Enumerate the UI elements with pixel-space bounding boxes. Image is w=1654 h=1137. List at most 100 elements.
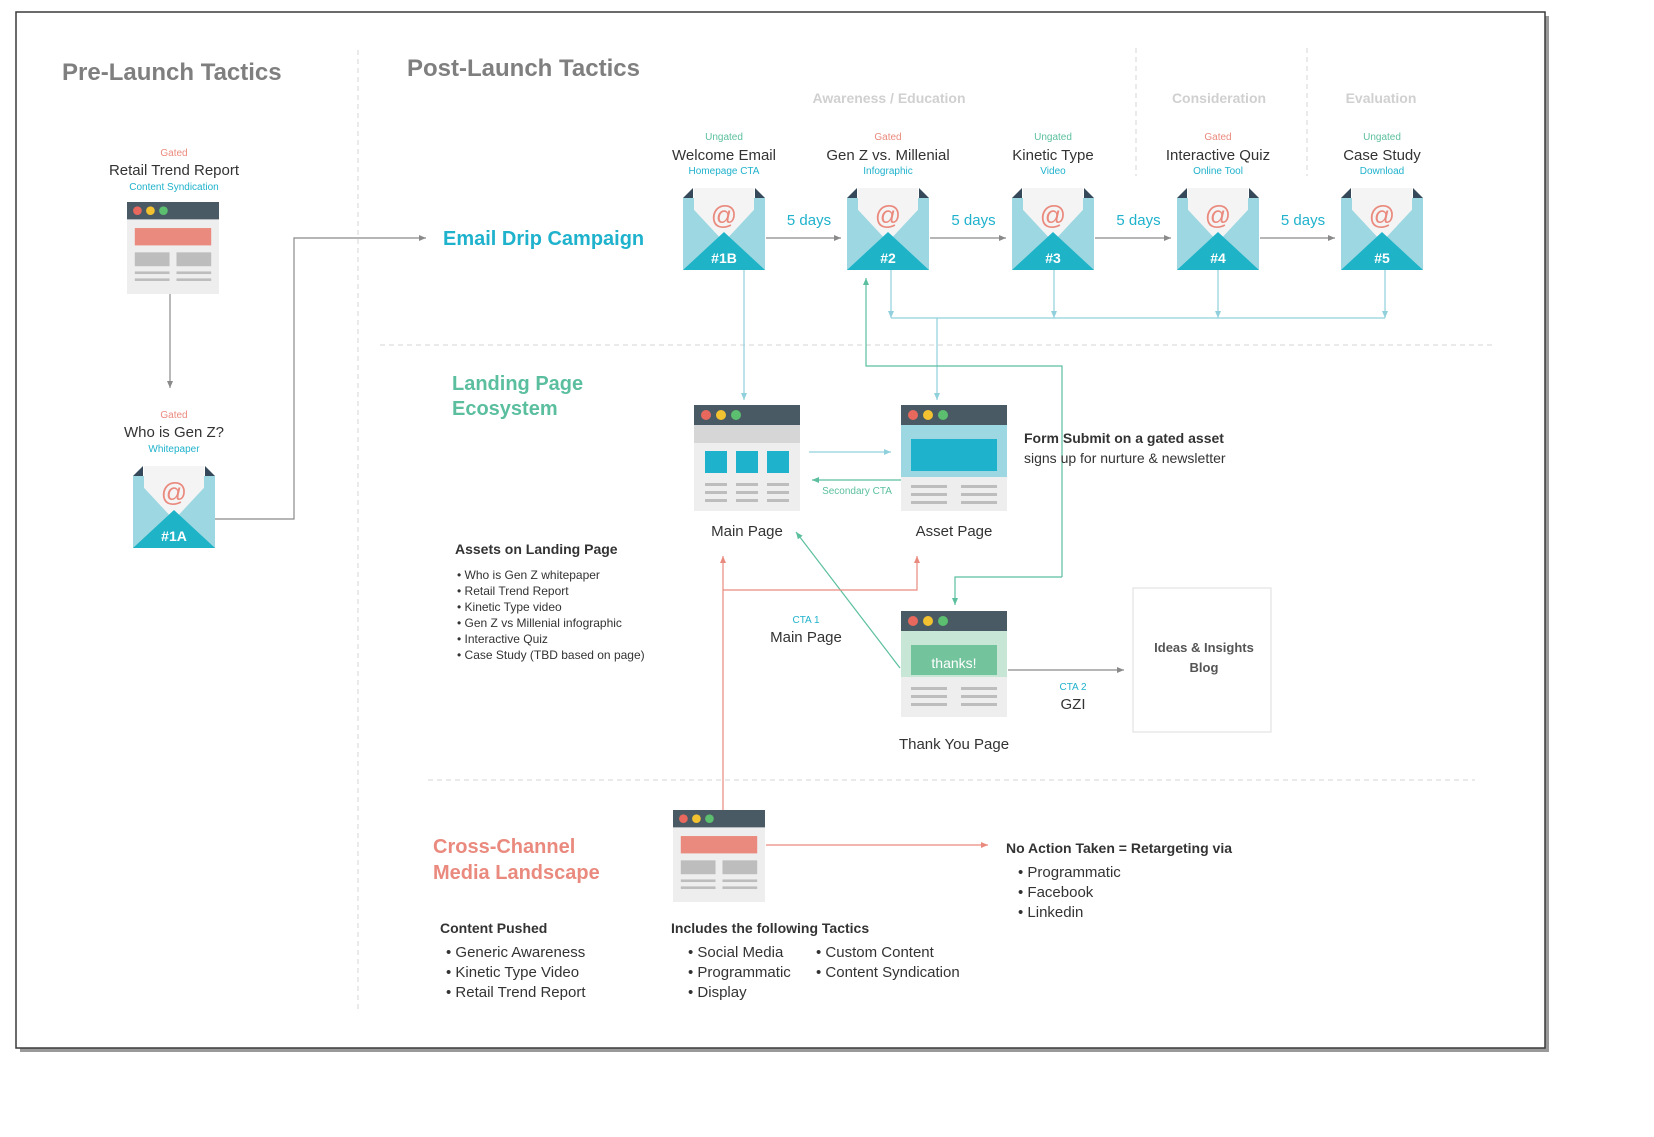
- list-item: • Content Syndication: [816, 964, 960, 981]
- cta1-label: Main Page: [770, 629, 842, 646]
- email-drip-title: Email Drip Campaign: [443, 228, 644, 250]
- email-tag: Ungated: [1034, 132, 1072, 143]
- thanks-text: thanks!: [931, 655, 976, 671]
- list-item: • Case Study (TBD based on page): [457, 648, 645, 662]
- tactics-list-col2: • Custom Content • Content Syndication: [816, 944, 960, 981]
- secondary-cta-label: Secondary CTA: [822, 486, 892, 497]
- assets-heading: Assets on Landing Page: [455, 541, 618, 557]
- report-browser-icon: [127, 202, 219, 294]
- list-item: • Retail Trend Report: [446, 984, 586, 1001]
- list-item: • Linkedin: [1018, 904, 1083, 921]
- stage-awareness: Awareness / Education: [812, 90, 965, 106]
- list-item: • Interactive Quiz: [457, 632, 548, 646]
- pre-whitepaper-tag: Gated: [160, 410, 187, 421]
- email-label: #5: [1374, 250, 1390, 266]
- green-connectors: [795, 278, 1124, 673]
- thank-you-page-label: Thank You Page: [899, 736, 1009, 753]
- list-item: • Kinetic Type video: [457, 600, 562, 614]
- pre-report-sub: Content Syndication: [129, 182, 219, 193]
- days-label: 5 days: [787, 212, 831, 229]
- cross-channel-title-line2: Media Landscape: [433, 862, 600, 884]
- cta2-label: GZI: [1061, 696, 1086, 713]
- asset-page-browser-icon: [901, 405, 1007, 511]
- list-item: • Display: [688, 984, 747, 1001]
- list-item: • Facebook: [1018, 884, 1094, 901]
- list-item: • Who is Gen Z whitepaper: [457, 568, 600, 582]
- pre-report-node: Gated Retail Trend Report Content Syndic…: [109, 148, 240, 294]
- section-dividers: [357, 48, 1495, 1012]
- cross-channel-title-line1: Cross-Channel: [433, 836, 575, 858]
- list-item: • Programmatic: [1018, 864, 1121, 881]
- pre-whitepaper-sub: Whitepaper: [148, 444, 200, 455]
- at-symbol: @: [711, 200, 737, 230]
- cta2-tag: CTA 2: [1059, 682, 1086, 693]
- days-label: 5 days: [1116, 212, 1160, 229]
- at-symbol: @: [1369, 200, 1395, 230]
- email-1a-label: #1A: [161, 528, 187, 544]
- coral-connectors: [720, 556, 988, 848]
- form-submit-text: signs up for nurture & newsletter: [1024, 450, 1226, 466]
- ideas-insights-blog-box: Ideas & Insights Blog: [1132, 587, 1272, 733]
- email-sub: Infographic: [863, 166, 912, 177]
- list-item: • Social Media: [688, 944, 784, 961]
- at-symbol: @: [875, 200, 901, 230]
- content-pushed-heading: Content Pushed: [440, 920, 547, 936]
- cross-channel-browser-icon: [673, 810, 765, 902]
- at-symbol: @: [1040, 200, 1066, 230]
- blog-line2: Blog: [1190, 660, 1219, 675]
- pre-report-tag: Gated: [160, 148, 187, 159]
- tactics-heading: Includes the following Tactics: [671, 920, 869, 936]
- at-symbol-1a: @: [161, 477, 187, 507]
- form-submit-bold: Form Submit on a gated asset: [1024, 430, 1224, 446]
- arrow-1a-to-drip: [215, 235, 426, 520]
- list-item: • Programmatic: [688, 964, 791, 981]
- main-page-label: Main Page: [711, 523, 783, 540]
- email-tag: Ungated: [705, 132, 743, 143]
- email-sub: Download: [1360, 166, 1404, 177]
- pre-whitepaper-title: Who is Gen Z?: [124, 424, 224, 441]
- post-launch-header: Post-Launch Tactics: [407, 55, 640, 82]
- diagram-frame: [15, 11, 1546, 1049]
- days-label: 5 days: [1281, 212, 1325, 229]
- email-title: Interactive Quiz: [1166, 147, 1270, 164]
- list-item: • Gen Z vs Millenial infographic: [457, 616, 622, 630]
- pre-whitepaper-node: Gated Who is Gen Z? Whitepaper: [124, 410, 224, 455]
- email-sub: Video: [1040, 166, 1066, 177]
- list-item: • Custom Content: [816, 944, 935, 961]
- tactics-list-col1: • Social Media • Programmatic • Display: [688, 944, 791, 1001]
- email-tag: Gated: [874, 132, 901, 143]
- email-title: Welcome Email: [672, 147, 776, 164]
- days-label: 5 days: [951, 212, 995, 229]
- email-label: #3: [1045, 250, 1061, 266]
- retarget-list: • Programmatic • Facebook • Linkedin: [1018, 864, 1121, 921]
- email-label: #1B: [711, 250, 737, 266]
- landing-title-line2: Ecosystem: [452, 398, 558, 420]
- email-label: #4: [1210, 250, 1226, 266]
- pre-launch-header: Pre-Launch Tactics: [62, 59, 282, 86]
- list-item: • Generic Awareness: [446, 944, 585, 961]
- blog-line1: Ideas & Insights: [1154, 640, 1254, 655]
- stage-consideration: Consideration: [1172, 90, 1266, 106]
- main-page-browser-icon: [694, 405, 800, 511]
- list-item: • Kinetic Type Video: [446, 964, 579, 981]
- retarget-heading: No Action Taken = Retargeting via: [1006, 840, 1232, 856]
- email-title: Kinetic Type: [1012, 147, 1093, 164]
- email-label: #2: [880, 250, 896, 266]
- email-tag: Gated: [1204, 132, 1231, 143]
- stage-evaluation: Evaluation: [1346, 90, 1417, 106]
- email-1a-icon: @ #1A: [133, 466, 215, 548]
- landing-title-line1: Landing Page: [452, 373, 583, 395]
- assets-list: • Who is Gen Z whitepaper• Retail Trend …: [457, 568, 645, 662]
- asset-page-label: Asset Page: [916, 523, 993, 540]
- email-tag: Ungated: [1363, 132, 1401, 143]
- content-pushed-list: • Generic Awareness • Kinetic Type Video •…: [446, 944, 586, 1001]
- at-symbol: @: [1205, 200, 1231, 230]
- email-sub: Online Tool: [1193, 166, 1243, 177]
- email-sub: Homepage CTA: [689, 166, 760, 177]
